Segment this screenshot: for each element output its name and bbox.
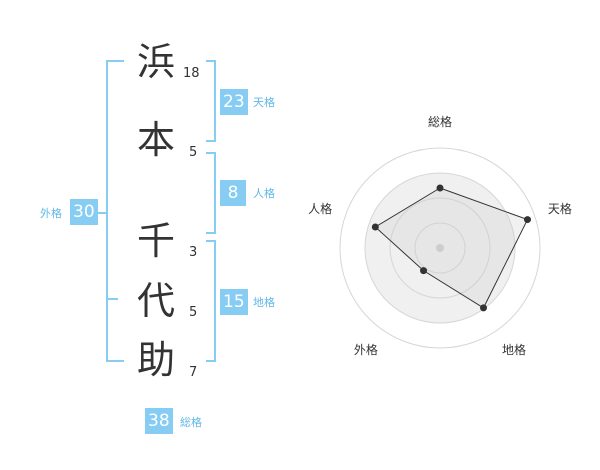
soukaku-value: 38 [145,408,173,434]
radar-axis-label-5: 人格 [308,201,332,216]
radar-point-3 [479,304,487,312]
stroke-count-5: 7 [189,365,198,380]
gaikaku-label: 外格 [40,207,62,220]
radar-point-1 [436,184,444,192]
soukaku-label: 総格 [180,416,202,429]
radar-axis-label-2: 天格 [548,201,572,216]
name-char-5: 助 [136,338,175,382]
stroke-count-2: 5 [189,145,198,160]
radar-axis-label-1: 総格 [428,114,452,129]
radar-series-line [374,187,529,309]
name-char-2: 本 [136,118,175,162]
stroke-count-1: 18 [183,66,200,81]
name-char-4: 代 [136,279,175,323]
radar-point-5 [371,223,379,231]
radar-axis-label-4: 外格 [354,342,378,357]
radar-center [436,244,444,252]
stroke-count-4: 5 [189,305,198,320]
radar-ring [414,222,466,274]
tenkaku-value: 23 [220,89,248,115]
radar-axis-label-3: 地格 [502,342,526,357]
jinkaku-label: 人格 [253,187,275,200]
gaikaku-bracket [106,60,124,362]
gaikaku-bracket-mid [106,298,118,300]
name-char-3: 千 [136,219,175,263]
radar-ring [389,197,491,299]
radar-point-2 [523,216,531,224]
name-char-1: 浜 [136,40,175,84]
radar-ring [364,172,516,324]
chikaku-value: 15 [220,289,248,315]
radar-point-4 [420,267,428,275]
radar-ring [339,147,541,349]
chikaku-bracket [206,240,216,362]
gaikaku-bracket-tick [96,212,106,214]
chikaku-label: 地格 [253,296,275,309]
stroke-count-3: 3 [189,245,198,260]
jinkaku-value: 8 [220,180,246,206]
tenkaku-bracket [206,60,216,142]
gaikaku-value: 30 [70,199,98,225]
jinkaku-bracket [206,152,216,234]
tenkaku-label: 天格 [253,96,275,109]
